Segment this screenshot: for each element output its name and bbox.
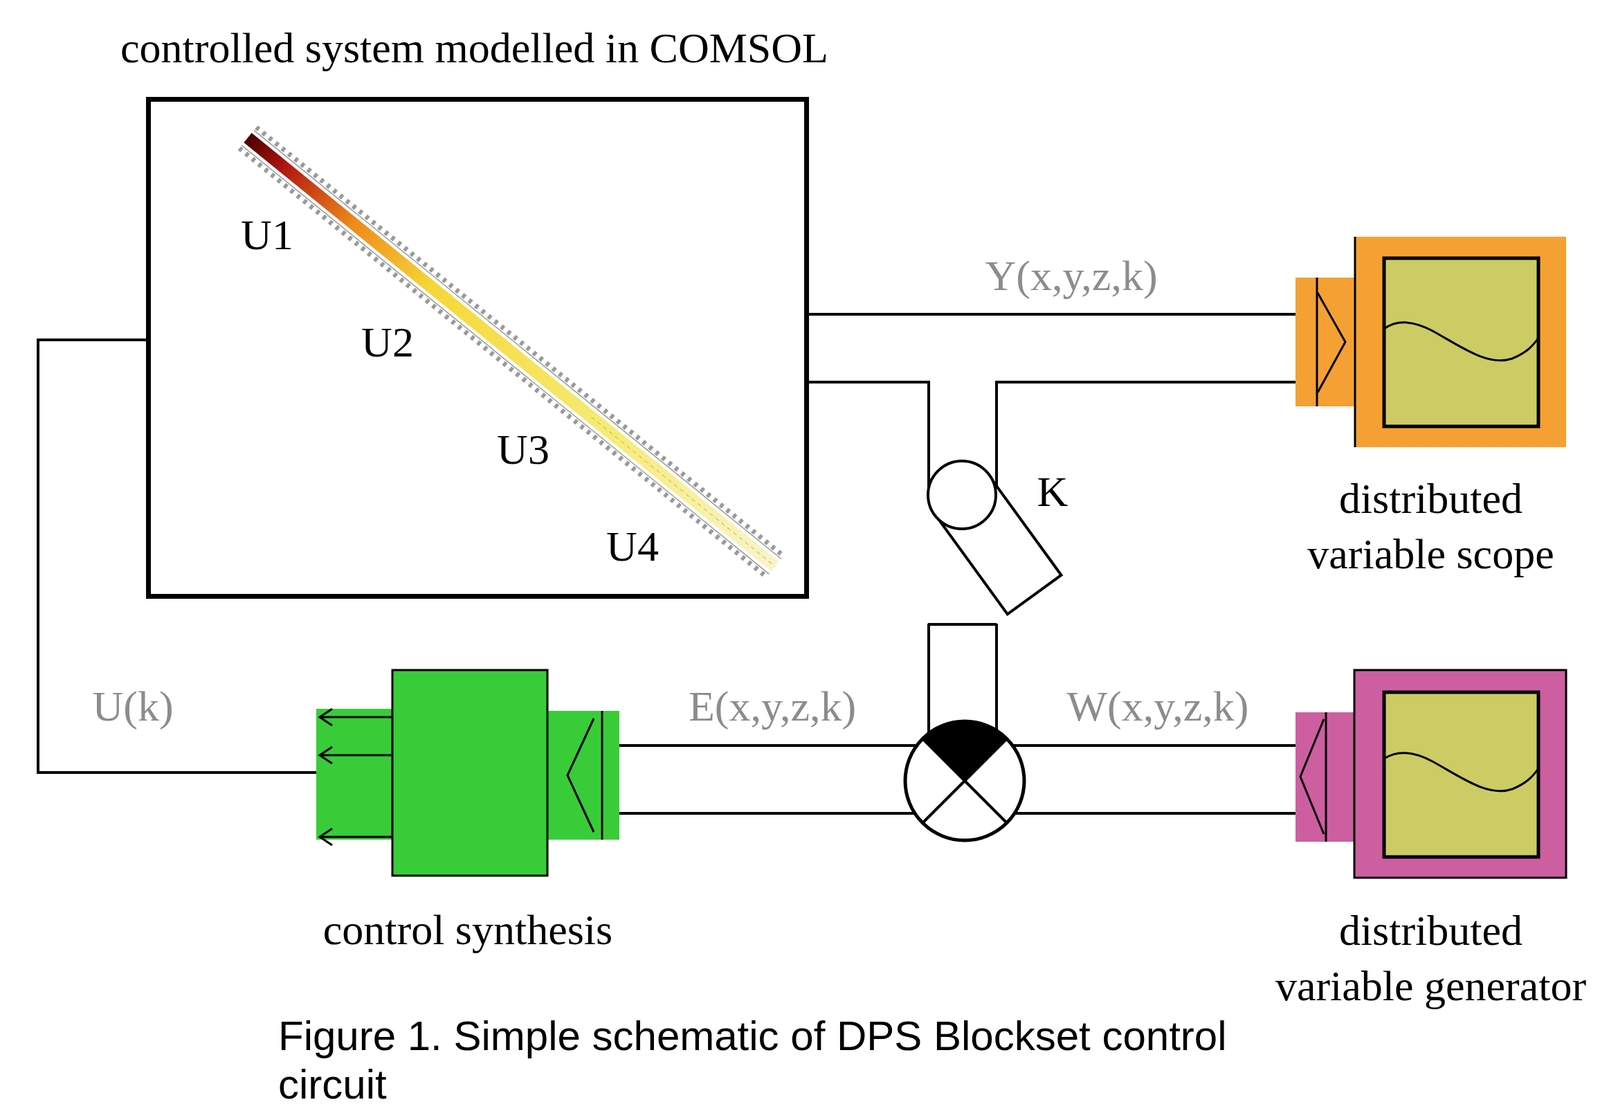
zone-label: U1 (238, 209, 297, 260)
connector-chevron (1300, 719, 1324, 834)
scope-trace (1384, 322, 1539, 361)
signal-label: E(x,y,z,k) (685, 680, 859, 731)
junction-cross (922, 738, 1007, 823)
generator-connector (1295, 712, 1357, 842)
connector-line (1325, 712, 1328, 842)
connector-line (1316, 277, 1319, 407)
rod-ticks (237, 146, 768, 579)
bus-outline (619, 348, 1296, 780)
block-label: control synthesis (323, 901, 613, 958)
generator-body (1354, 669, 1567, 878)
rod-outline (241, 145, 769, 574)
bus-inside (619, 348, 1296, 780)
scope-symbol (1295, 236, 1567, 448)
switch-label: K (1034, 466, 1072, 517)
zone-label: U4 (603, 521, 662, 571)
generator-trace (1384, 752, 1539, 791)
scope-edge (1354, 236, 1357, 448)
signal-wires (38, 339, 317, 773)
connector-chevron (1317, 292, 1346, 393)
system-box: controlled system modelled in COMSOL (146, 96, 809, 599)
junction-cross (922, 738, 1007, 823)
block-label: distributed variable scope (1285, 470, 1577, 582)
signal-wire (38, 339, 317, 773)
generator-symbol (1295, 669, 1567, 878)
block-label: distributed variable generator (1268, 902, 1594, 1014)
scope-body (1354, 236, 1567, 448)
zone-label: U2 (358, 316, 417, 367)
generator-screen (1384, 692, 1539, 857)
signal-bus (619, 348, 963, 780)
controller-output-port (316, 708, 394, 840)
rod-outline (253, 130, 782, 559)
switch-contact (928, 622, 997, 626)
rod-temperature (243, 132, 779, 571)
summing-junction (905, 721, 1025, 841)
rod-ticks (254, 125, 785, 558)
signal-label: U(k) (89, 680, 176, 731)
signal-label: W(x,y,z,k) (1064, 680, 1252, 731)
scope-connector (1295, 277, 1357, 407)
heated-rod (237, 125, 785, 579)
box-title: controlled system modelled in COMSOL (120, 20, 829, 76)
signal-label: Y(x,y,z,k) (982, 250, 1160, 301)
controller-block: control synthesis (316, 669, 620, 876)
scope-block: distributed variable scope (1295, 236, 1567, 448)
connector-line (601, 710, 604, 840)
figure-caption: Figure 1. Simple schematic of DPS Blocks… (278, 1011, 1303, 1109)
controller-input-port (546, 710, 620, 840)
switch-pivot (928, 460, 996, 529)
zone-label: U3 (494, 424, 553, 475)
controller-symbol (316, 669, 620, 876)
junction-circle (905, 721, 1025, 841)
signal-bus-fill (619, 348, 963, 780)
generator-block: distributed variable generator (1295, 669, 1567, 878)
output-arrows (319, 708, 393, 845)
connector-chevron (567, 718, 594, 832)
scope-screen (1384, 258, 1539, 427)
controller-body (392, 669, 548, 876)
